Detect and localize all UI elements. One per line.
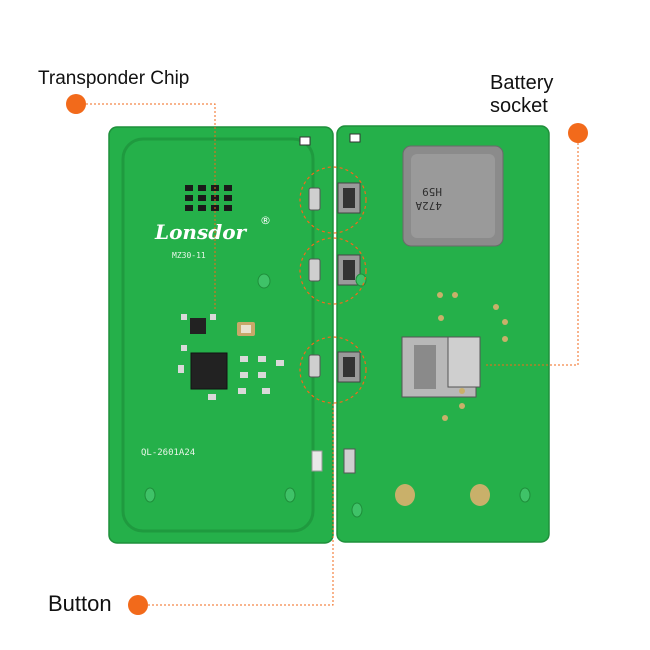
callout-battery-socket: Battery socket	[490, 72, 553, 118]
callout-dot-battery	[568, 123, 588, 143]
board-logo-mark: ®	[260, 214, 271, 227]
callout-battery-line2: socket	[490, 95, 548, 117]
battery-chip-text-1: 472A	[415, 199, 442, 212]
left-pcb: Lonsdor ® MZ30-11 QL-2601A24	[108, 126, 334, 544]
battery-socket	[401, 336, 481, 398]
battery-chip-text-2: H59	[422, 185, 442, 198]
transponder-chip	[190, 352, 228, 390]
callout-dot-button	[128, 595, 148, 615]
callout-dot-transponder	[66, 94, 86, 114]
button-pads-left	[308, 187, 321, 378]
button-switches	[337, 182, 361, 383]
callout-button: Button	[48, 591, 112, 616]
board-model: MZ30-11	[172, 251, 206, 260]
board-logo: Lonsdor	[154, 220, 248, 244]
board-part-number: QL-2601A24	[141, 448, 195, 458]
callout-transponder-chip: Transponder Chip	[38, 68, 190, 89]
right-pcb: 472A H59	[336, 125, 550, 543]
callout-battery-line1: Battery	[490, 72, 554, 94]
